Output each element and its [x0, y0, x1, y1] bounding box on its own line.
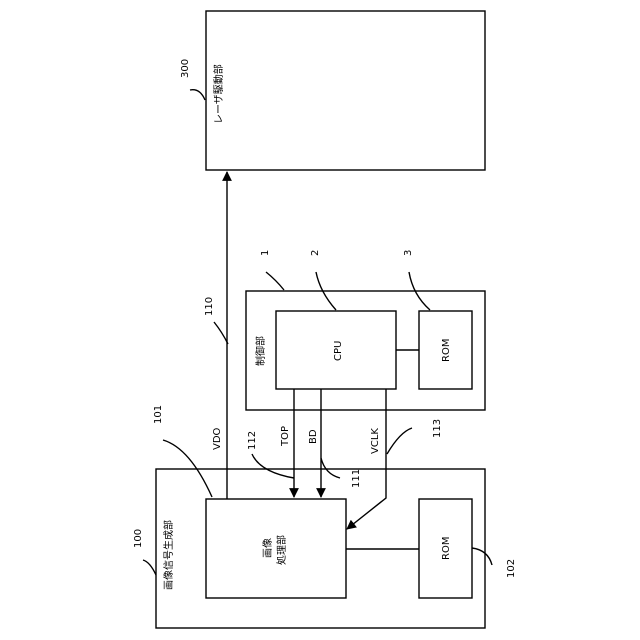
cpu-ref: 2 — [310, 250, 321, 256]
image-signal-generator-ref: 100 — [133, 529, 144, 548]
image-rom-label: ROM — [441, 537, 452, 560]
image-rom-ref: 102 — [506, 559, 517, 578]
image-processor-box — [206, 499, 346, 598]
image-signal-generator-label: 画像信号生成部 — [162, 520, 175, 590]
vdo-signal-leader — [214, 322, 228, 344]
vclk-signal-leader — [387, 428, 412, 454]
image-signal-generator-leader — [143, 560, 156, 575]
bd-signal-label: BD — [308, 429, 319, 444]
vdo-signal-ref: 110 — [204, 297, 215, 316]
top-signal-ref: 112 — [247, 431, 258, 450]
vdo-signal-label: VDO — [212, 427, 223, 450]
image-processor-label-line1: 画像 — [262, 538, 274, 558]
laser-driver-leader — [190, 90, 205, 100]
vclk-signal-ref: 113 — [432, 419, 443, 438]
image-processor-ref: 101 — [153, 405, 164, 424]
control-rom-label: ROM — [441, 339, 452, 362]
top-signal-label: TOP — [280, 426, 291, 447]
control-unit-ref: 1 — [260, 250, 271, 256]
vclk-signal-label: VCLK — [370, 428, 381, 454]
control-unit-leader — [266, 272, 284, 290]
laser-driver-box — [206, 11, 485, 170]
bd-signal-ref: 111 — [351, 469, 362, 488]
image-processor-label-line2: 処理部 — [275, 535, 288, 565]
laser-driver-label: レーザ駆動部 — [212, 64, 225, 124]
laser-driver-ref: 300 — [180, 59, 191, 78]
cpu-label: CPU — [333, 341, 344, 361]
control-unit-label: 制御部 — [254, 336, 267, 366]
control-rom-ref: 3 — [403, 250, 414, 256]
